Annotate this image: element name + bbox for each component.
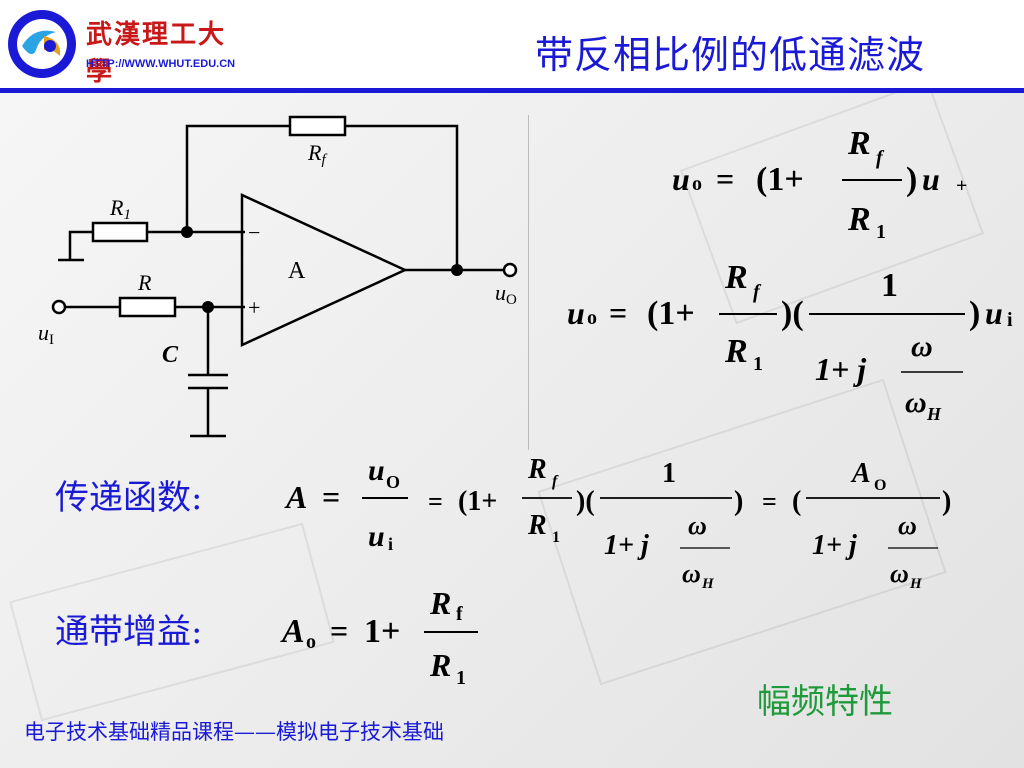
svg-text:i: i (388, 534, 393, 554)
svg-text:1+: 1+ (364, 613, 400, 650)
r1-label: R1 (109, 195, 131, 223)
transfer-function-label: 传递函数: (55, 478, 203, 518)
input-label: uI (38, 320, 54, 348)
svg-text:1: 1 (456, 667, 466, 689)
resistor-r1 (91, 221, 149, 243)
svg-text:A: A (284, 479, 307, 515)
resistor-rf (288, 115, 347, 137)
svg-text:=: = (716, 161, 734, 197)
svg-text:(1+: (1+ (647, 295, 695, 332)
svg-text:R: R (429, 647, 451, 683)
passband-gain-label: 通带增益: (55, 612, 203, 652)
c-label: C (162, 342, 179, 368)
svg-text:R: R (847, 201, 871, 238)
svg-text:1+ j: 1+ j (815, 351, 866, 387)
equation-uo-plus: u o = (1+ R f R 1 ) u + (672, 125, 967, 243)
svg-text:1: 1 (662, 458, 676, 489)
svg-text:o: o (587, 307, 597, 329)
amp-label: A (288, 258, 306, 284)
svg-text:R: R (847, 125, 871, 162)
svg-text:ω: ω (682, 559, 701, 588)
amplitude-frequency-link[interactable]: 幅频特性 (757, 682, 893, 722)
svg-text:ω: ω (890, 559, 909, 588)
svg-text:H: H (926, 404, 942, 424)
equation-passband-gain: A o = 1+ R f R 1 (280, 585, 478, 689)
svg-text:): ) (942, 486, 951, 517)
svg-text:ω: ω (898, 511, 917, 540)
svg-text:R: R (429, 585, 451, 621)
svg-text:1: 1 (753, 353, 763, 375)
svg-text:o: o (692, 173, 702, 195)
svg-text:u: u (985, 295, 1003, 331)
svg-text:O: O (386, 472, 400, 492)
svg-text:u: u (567, 295, 585, 331)
svg-text:): ) (969, 295, 980, 332)
svg-text:=: = (428, 487, 443, 516)
university-emblem-icon (8, 10, 76, 78)
svg-text:A: A (280, 613, 305, 650)
svg-text:)(: )( (781, 295, 804, 332)
svg-text:R: R (724, 333, 748, 370)
university-url: HTTP://WWW.WHUT.EDU.CN (86, 58, 236, 70)
svg-text:)(: )( (576, 486, 595, 517)
svg-text:(1+: (1+ (458, 486, 497, 517)
svg-text:u: u (368, 454, 385, 487)
rf-label: Rf (307, 140, 327, 168)
svg-text:f: f (552, 473, 559, 490)
minus-input-label: − (248, 220, 260, 245)
svg-text:1+ j: 1+ j (812, 530, 857, 561)
svg-text:O: O (874, 477, 886, 494)
svg-text:=: = (322, 479, 340, 515)
plus-input-label: + (248, 295, 260, 320)
svg-text:R: R (527, 454, 547, 485)
junction-node (202, 301, 214, 313)
svg-text:): ) (734, 486, 743, 517)
svg-text:u: u (368, 520, 385, 553)
svg-text:R: R (527, 510, 547, 541)
svg-text:+: + (956, 175, 967, 197)
output-label: uO (495, 280, 517, 308)
junction-node (181, 226, 193, 238)
svg-text:ω: ω (688, 511, 707, 540)
svg-text:(1+: (1+ (756, 161, 804, 198)
svg-text:ω: ω (911, 330, 933, 363)
svg-text:=: = (609, 295, 627, 331)
svg-text:f: f (876, 147, 885, 169)
svg-text:i: i (1007, 309, 1013, 331)
svg-text:R: R (724, 259, 748, 296)
svg-text:H: H (909, 576, 923, 592)
svg-text:u: u (922, 161, 940, 197)
slide-title: 带反相比例的低通滤波 (535, 33, 926, 77)
header-divider (0, 88, 1024, 93)
section-divider (528, 115, 529, 450)
resistor-r (118, 296, 177, 318)
svg-text:f: f (456, 603, 463, 625)
output-terminal (502, 262, 518, 278)
svg-text:1: 1 (876, 221, 886, 243)
equation-transfer-function: A = u O u i = (1+ R f R 1 )( 1 1+ j ω ω … (284, 454, 951, 592)
course-footer: 电子技术基础精品课程——模拟电子技术基础 (24, 720, 444, 744)
svg-text:1+ j: 1+ j (604, 530, 649, 561)
svg-text:o: o (306, 631, 316, 653)
svg-text:ω: ω (905, 386, 927, 419)
svg-text:=: = (762, 487, 777, 516)
svg-text:): ) (906, 161, 917, 198)
input-terminal (51, 299, 67, 315)
university-logo: 武漢理工大學 HTTP://WWW.WHUT.EDU.CN (4, 6, 235, 87)
r-label: R (137, 270, 152, 295)
equation-uo-ui: u o = (1+ R f R 1 )( 1 1+ j ω ω H ) u i (567, 259, 1013, 424)
svg-text:A: A (850, 458, 871, 489)
university-name: 武漢理工大學 (86, 20, 227, 87)
svg-text:=: = (330, 613, 348, 649)
svg-text:1: 1 (552, 529, 560, 546)
svg-text:1: 1 (881, 267, 898, 304)
svg-text:(: ( (792, 486, 801, 517)
circuit-diagram: Rf R1 R C A − + uI uO (38, 115, 518, 438)
slide-header: 武漢理工大學 HTTP://WWW.WHUT.EDU.CN 带反相比例的低通滤波 (0, 0, 1024, 92)
svg-text:f: f (753, 281, 762, 303)
svg-text:u: u (672, 161, 690, 197)
svg-text:H: H (701, 576, 715, 592)
junction-node (451, 264, 463, 276)
